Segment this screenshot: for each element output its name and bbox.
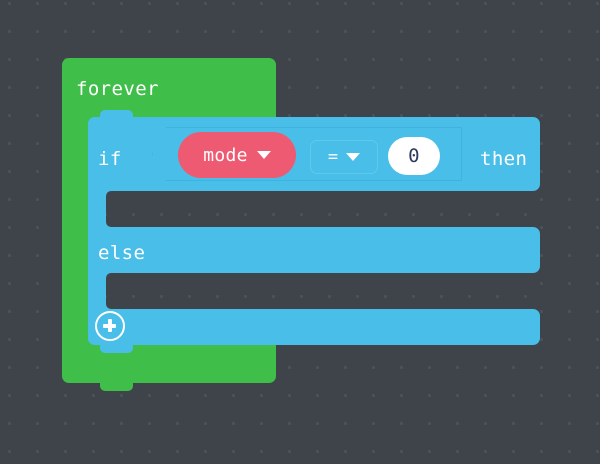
- if-bottom-notch: [100, 345, 133, 353]
- if-top-bump: [100, 110, 133, 118]
- statement-socket-else[interactable]: [106, 273, 540, 309]
- number-input-value: 0: [408, 145, 420, 167]
- variable-block-mode[interactable]: mode: [178, 132, 296, 178]
- block-forever-bottom-notch: [100, 383, 133, 391]
- block-if-else[interactable]: [88, 110, 540, 353]
- boolean-condition-socket[interactable]: [152, 127, 462, 181]
- plus-circle-icon[interactable]: [95, 311, 125, 341]
- else-header-bar: [88, 227, 540, 273]
- chevron-down-icon: [346, 153, 361, 161]
- block-forever-label: forever: [76, 78, 159, 100]
- variable-block-mode-label: mode: [203, 144, 248, 166]
- statement-socket-then[interactable]: [106, 191, 540, 227]
- then-keyword-label: then: [480, 148, 528, 170]
- else-keyword-label: else: [98, 242, 146, 264]
- comparison-operator-value: =: [327, 146, 339, 167]
- chevron-down-icon: [256, 151, 271, 159]
- number-input-field[interactable]: 0: [388, 137, 440, 175]
- if-footer-bar: [88, 309, 540, 345]
- if-keyword-label: if: [98, 148, 122, 170]
- comparison-operator-dropdown[interactable]: =: [310, 140, 378, 174]
